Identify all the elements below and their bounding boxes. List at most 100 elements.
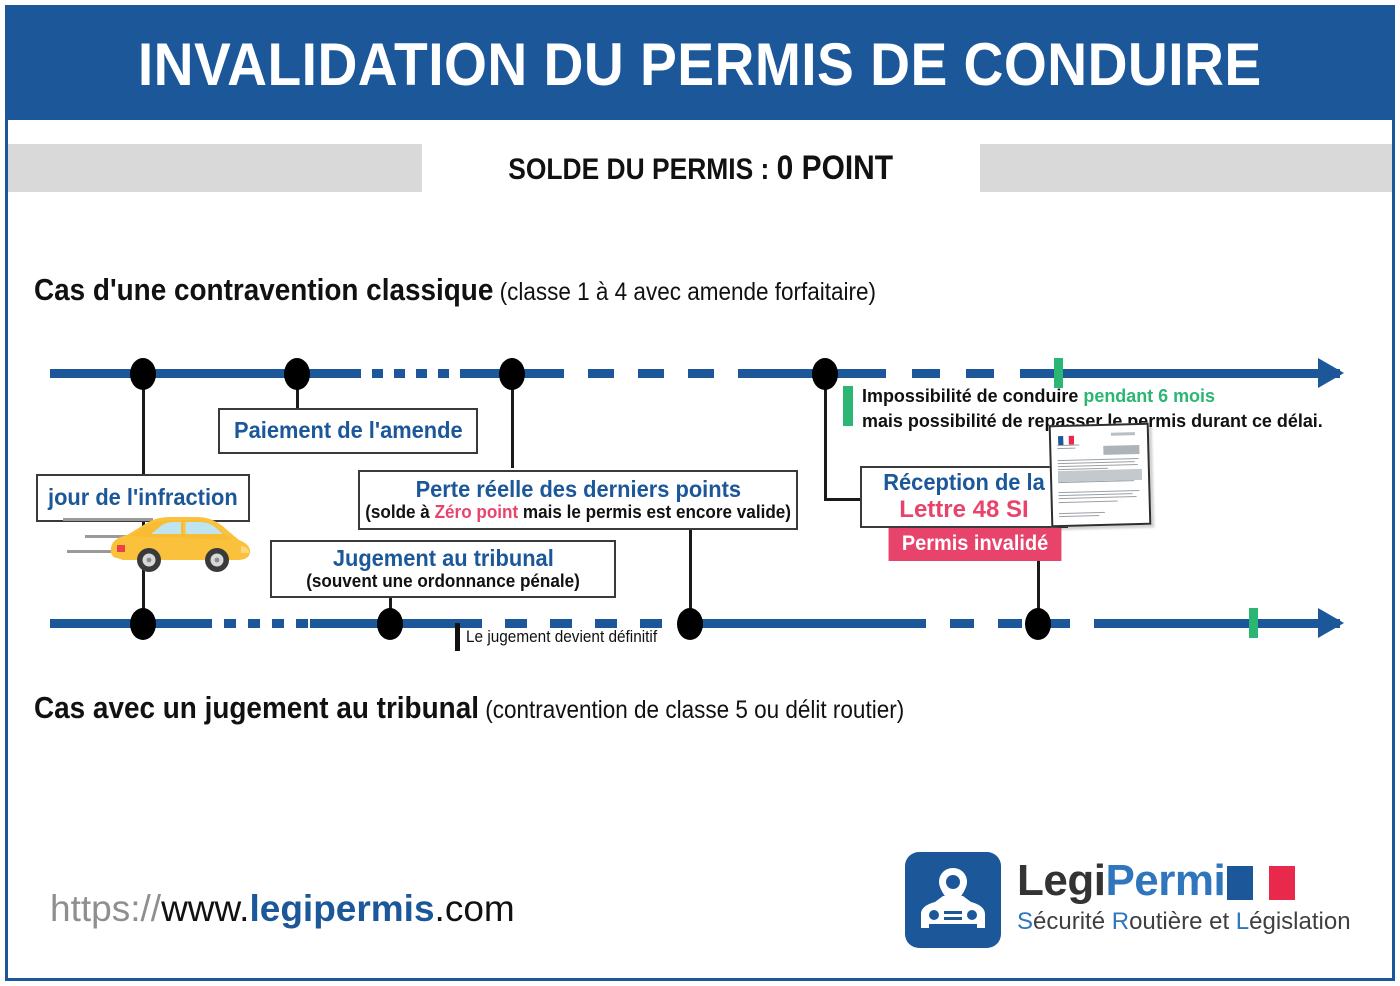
timeline-node-lettre48si: [812, 358, 838, 390]
tagline-s: S: [1017, 908, 1034, 935]
speed-line-3: [67, 550, 145, 553]
logo-text-block: LegiPermis Sécurité Routière et Législat…: [1017, 856, 1351, 936]
flag-red-icon: [1269, 866, 1295, 900]
box-paiement-amende: Paiement de l'amende: [218, 408, 478, 454]
note-six-green: pendant 6 mois: [1083, 385, 1216, 406]
logo-name-permis: Permis: [1105, 856, 1250, 905]
url-tld: .com: [434, 888, 515, 929]
connector-perte: [511, 378, 514, 468]
solde-value: 0 POINT: [777, 148, 894, 187]
connector-lettre-down: [824, 378, 827, 500]
box-infraction-label: jour de l'infraction: [48, 484, 238, 511]
car-icon: [110, 517, 251, 572]
box-lettre-48si-label: Lettre 48 SI: [899, 495, 1029, 523]
box-jugement-tribunal: Jugement au tribunal (souvent une ordonn…: [270, 540, 616, 598]
logo-mark-car-pin-icon: [905, 852, 1001, 948]
url-scheme: https://: [50, 888, 162, 929]
french-flag-icon: [1057, 432, 1075, 446]
timeline-dashed: [460, 619, 690, 628]
caption-top-bold: Cas d'une contravention classique: [34, 272, 494, 307]
tagline-r: R: [1111, 908, 1130, 935]
box-perte-sublabel: (solde à Zéro point mais le permis est e…: [365, 502, 791, 523]
solde-label: SOLDE DU PERMIS :: [508, 152, 778, 186]
speed-line-2: [85, 535, 147, 538]
logo-name-legi: Legi: [1017, 856, 1106, 905]
solde-band-grey-left: [8, 144, 422, 192]
tagline-l: L: [1235, 908, 1250, 935]
tagline-ecurite: écurité: [1033, 908, 1112, 935]
note-six-months: Impossibilité de conduire pendant 6 mois…: [843, 384, 1337, 433]
website-url[interactable]: https://www.legipermis.com: [50, 888, 515, 930]
timeline-top: [50, 358, 1344, 390]
tagline-egislation: égislation: [1249, 908, 1351, 935]
caption-bottom-bold: Cas avec un jugement au tribunal: [34, 690, 479, 725]
timeline-node-paiement: [284, 358, 310, 390]
note-jugement-definitif: Le jugement devient définitif: [455, 623, 671, 651]
note-six-months-text: Impossibilité de conduire pendant 6 mois…: [862, 384, 1323, 433]
timeline-dashed: [858, 369, 1048, 378]
timeline-arrow-icon: [1318, 358, 1344, 388]
caption-top: Cas d'une contravention classique (class…: [34, 272, 876, 308]
lettre-48si-document-icon: [1048, 422, 1152, 528]
caption-bottom: Cas avec un jugement au tribunal (contra…: [34, 690, 904, 726]
perte-sub-b: mais le permis est encore valide): [518, 502, 791, 523]
timeline-segment: [758, 369, 858, 378]
timeline-node-jugement: [377, 608, 403, 640]
car-illustration: [55, 500, 251, 580]
timeline-dashed: [538, 369, 758, 378]
timeline-segment: [1048, 369, 1340, 378]
connector-infraction: [142, 378, 145, 476]
timeline-node-infraction-2: [130, 608, 156, 640]
solde-text: SOLDE DU PERMIS : 0 POINT: [509, 149, 894, 188]
timeline-dashed: [200, 619, 310, 628]
box-perte-label: Perte réelle des derniers points: [415, 476, 741, 502]
solde-band-grey-right: [980, 144, 1392, 192]
logo-name: LegiPermis: [1017, 856, 1351, 906]
box-paiement-label: Paiement de l'amende: [233, 417, 463, 444]
connector-perte-bottom: [689, 530, 692, 622]
timeline-arrow-icon: [1318, 608, 1344, 638]
timeline-node-perte-2: [677, 608, 703, 640]
perte-sub-a: (solde à: [365, 502, 435, 523]
timeline-node-lettre48si-2: [1025, 608, 1051, 640]
timeline-bottom: [50, 608, 1344, 640]
box-jugement-label: Jugement au tribunal: [332, 545, 554, 571]
box-jugement-sublabel: (souvent une ordonnance pénale): [306, 571, 580, 592]
letter-address-block: [1103, 444, 1140, 455]
green-bar-icon: [843, 386, 853, 426]
perte-sub-zero: Zéro point: [434, 502, 519, 523]
note-six-a: Impossibilité de conduire: [862, 385, 1084, 406]
timeline-dashed: [350, 369, 470, 378]
box-jour-infraction: jour de l'infraction: [36, 474, 250, 522]
connector-lettre-bottom: [1037, 556, 1040, 622]
tagline-outiere: outière et: [1129, 908, 1236, 935]
caption-top-light: (classe 1 à 4 avec amende forfaitaire): [493, 278, 877, 306]
timeline-green-tick-icon: [1054, 358, 1063, 388]
solde-band-center: SOLDE DU PERMIS : 0 POINT: [422, 144, 980, 192]
title-band: INVALIDATION DU PERMIS DE CONDUIRE: [8, 8, 1392, 120]
letter-table-block: [1057, 468, 1143, 483]
timeline-node-perte: [499, 358, 525, 390]
timeline-node-infraction: [130, 358, 156, 390]
legipermis-logo[interactable]: LegiPermis Sécurité Routière et Législat…: [905, 852, 1355, 964]
connector-paiement: [296, 378, 299, 408]
timeline-green-tick-icon: [1249, 608, 1258, 638]
box-lettre-48si: Réception de la Lettre 48 SI: [860, 466, 1068, 528]
box-lettre-label: Réception de la: [883, 469, 1045, 496]
url-brand: legipermis: [249, 888, 435, 929]
flag-blue-icon: [1227, 866, 1253, 900]
note-definitif-text: Le jugement devient définitif: [466, 627, 658, 646]
solde-band: SOLDE DU PERMIS : 0 POINT: [8, 144, 1392, 192]
connector-lettre-across: [824, 498, 869, 501]
connector-infraction-bottom: [142, 522, 145, 622]
black-tick-icon: [455, 623, 460, 651]
page-title: INVALIDATION DU PERMIS DE CONDUIRE: [138, 30, 1262, 98]
box-perte-points: Perte réelle des derniers points (solde …: [358, 470, 798, 530]
timeline-dashed: [902, 619, 1102, 628]
url-www: www.: [161, 888, 250, 929]
status-badge-permis-invalide: Permis invalidé: [888, 528, 1062, 561]
letter-ref-block: [1110, 432, 1135, 436]
note-six-b: mais possibilité de repasser le permis d…: [862, 409, 1323, 431]
timeline-segment: [690, 619, 902, 628]
